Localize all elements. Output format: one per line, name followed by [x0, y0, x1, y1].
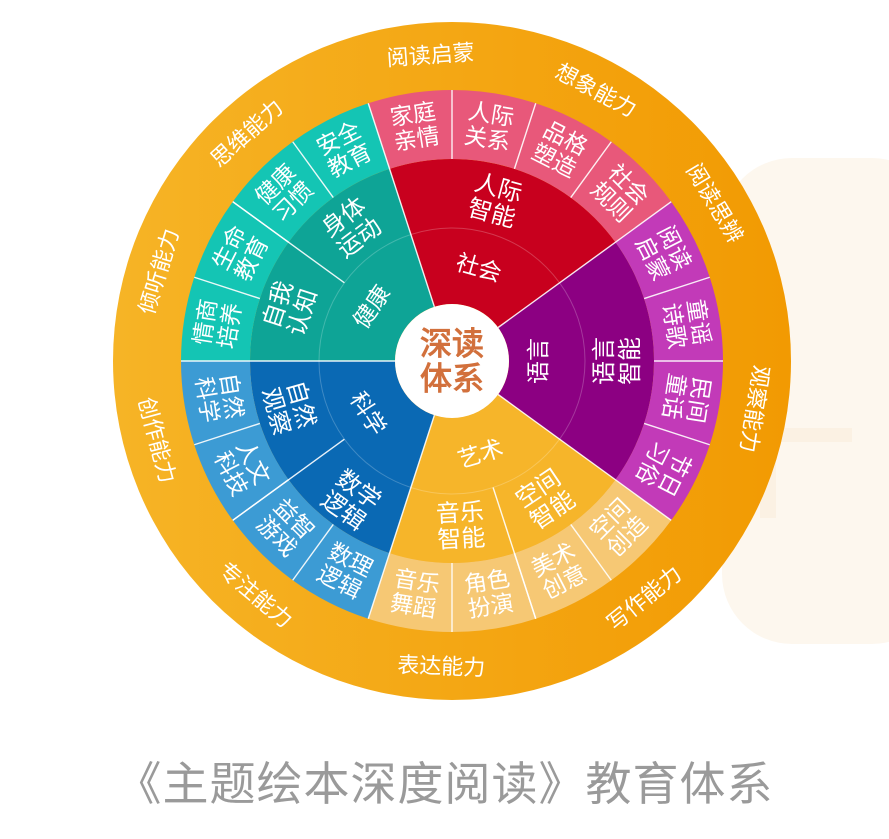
- ring-separator-arc: [559, 282, 586, 440]
- leaf-label-language-text: 民间童话: [657, 371, 714, 424]
- category-segment-health: [250, 168, 435, 361]
- label-line: 智能: [616, 337, 644, 385]
- ability-label-text: 阅读启蒙: [386, 40, 476, 71]
- label-line: 表达能力: [397, 653, 486, 681]
- leaf-segment-social: [452, 90, 536, 169]
- leaf-segment-health: [232, 141, 334, 243]
- leaf-label-language: 民间童话: [657, 371, 714, 424]
- leaf-segment-social: [570, 141, 672, 243]
- category-divider: [497, 201, 672, 329]
- ability-label-text: 表达能力: [397, 653, 486, 681]
- leaf-segment-social: [368, 90, 452, 169]
- category-segment-social: [389, 158, 616, 328]
- leaf-label-art-text: 音乐舞蹈: [388, 566, 441, 623]
- label-line: 体系: [420, 359, 484, 397]
- subcategory-label-art: 音乐智能: [435, 498, 486, 554]
- leaf-segment-art: [368, 553, 452, 632]
- leaf-segment-art: [570, 479, 672, 581]
- leaf-divider: [570, 524, 612, 581]
- leaf-label-social-text: 家庭亲情: [388, 99, 441, 156]
- leaf-label-science: 自然科学: [190, 371, 247, 424]
- leaf-divider: [643, 422, 710, 446]
- leaf-label-health: 健康习惯: [251, 160, 319, 228]
- leaf-label-health: 情商培养: [190, 297, 247, 350]
- leaf-label-social: 人际关系: [462, 99, 515, 156]
- leaf-divider: [570, 141, 612, 198]
- leaf-label-art: 音乐舞蹈: [388, 566, 441, 623]
- leaf-divider: [643, 276, 710, 300]
- leaf-label-art: 角色扮演: [462, 566, 515, 623]
- leaf-segment-science: [232, 479, 334, 581]
- leaf-label-science-text: 自然科学: [190, 371, 247, 424]
- label-line: 语言: [590, 337, 618, 385]
- ability-label: 阅读启蒙: [386, 40, 476, 71]
- category-segment-art: [389, 394, 616, 563]
- category-segment-science: [250, 361, 435, 554]
- leaf-divider: [513, 103, 537, 170]
- leaf-divider: [292, 141, 334, 198]
- center-label: 深读体系: [420, 325, 484, 398]
- subcategory-divider: [232, 201, 345, 284]
- leaf-divider: [292, 524, 334, 581]
- label-line: 语言: [526, 338, 552, 384]
- leaf-label-social: 家庭亲情: [388, 99, 441, 156]
- subcategory-label-language-text: 语言智能: [590, 337, 644, 385]
- category-divider: [367, 414, 436, 619]
- ring-separator-arc: [410, 438, 561, 495]
- label-line: 阅读启蒙: [386, 40, 476, 71]
- leaf-label-language: 童谣诗歌: [657, 297, 714, 350]
- center-label-text: 深读体系: [420, 325, 484, 398]
- leaf-segment-language: [644, 361, 723, 445]
- category-divider: [497, 393, 672, 521]
- label-line: 音乐: [435, 498, 484, 528]
- category-label-language-text: 语言: [526, 338, 552, 384]
- category-segment-language: [498, 242, 655, 480]
- label-line: 深读: [420, 325, 484, 363]
- label-line: 智能: [437, 524, 486, 554]
- ability-label: 表达能力: [397, 653, 486, 681]
- ring-separator-arc: [410, 227, 561, 284]
- leaf-divider: [194, 276, 261, 300]
- leaf-divider: [194, 422, 261, 446]
- category-label-language: 语言: [526, 338, 552, 384]
- leaf-label-social-text: 人际关系: [462, 99, 515, 156]
- leaf-label-health-text: 健康习惯: [251, 160, 319, 228]
- diagram-title: 《主题绘本深度阅读》教育体系: [115, 757, 774, 811]
- subcategory-label-art-text: 音乐智能: [435, 498, 486, 554]
- leaf-label-art-text: 角色扮演: [462, 566, 515, 623]
- category-divider: [367, 103, 436, 308]
- leaf-segment-science: [181, 361, 260, 445]
- leaf-segment-language: [644, 277, 723, 361]
- wheel-dividers: [181, 90, 723, 632]
- subcategory-divider: [492, 487, 537, 619]
- leaf-segment-health: [181, 277, 260, 361]
- leaf-label-language-text: 童谣诗歌: [657, 297, 714, 350]
- subcategory-divider: [232, 438, 345, 521]
- leaf-label-health-text: 情商培养: [190, 297, 247, 350]
- subcategory-label-language: 语言智能: [590, 337, 644, 385]
- center-circle: [395, 304, 509, 418]
- leaf-segment-art: [452, 553, 536, 632]
